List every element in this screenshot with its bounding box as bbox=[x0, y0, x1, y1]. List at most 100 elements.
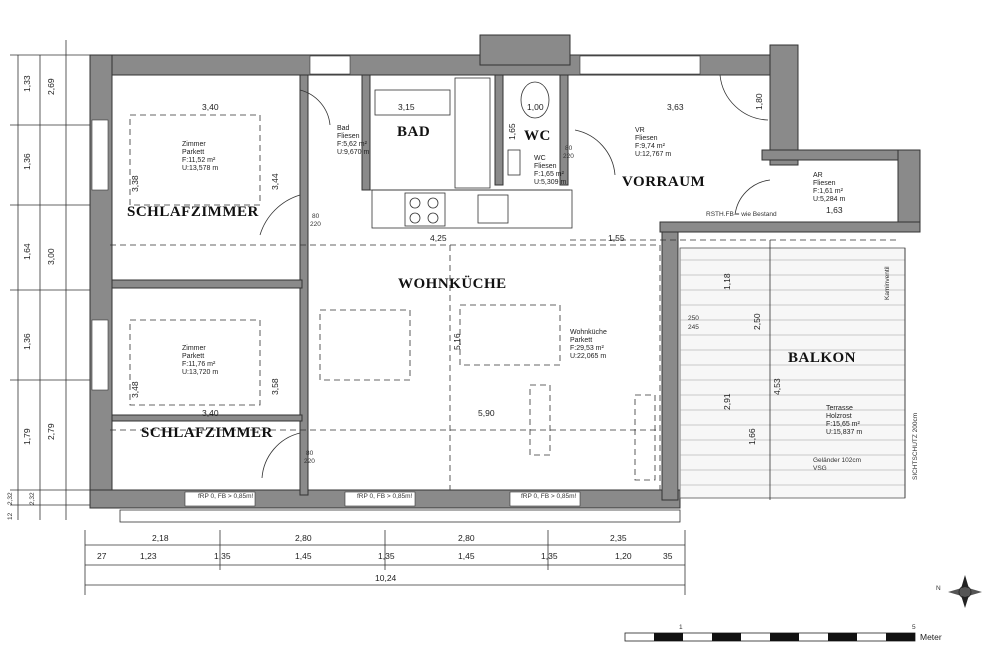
dim-left-7: 2,79 bbox=[46, 423, 56, 440]
north-arrow-icon bbox=[948, 575, 982, 608]
dim-left-3: 1,36 bbox=[22, 153, 32, 170]
svg-text:Fliesen: Fliesen bbox=[337, 133, 360, 140]
dim-bottom-r2-4: 1,45 bbox=[295, 551, 312, 561]
svg-text:Parkett: Parkett bbox=[182, 149, 204, 156]
dim-bottom-r2-8: 1,20 bbox=[615, 551, 632, 561]
room-details-zimmer2: Zimmer Parkett F:11,76 m² U:13,720 m bbox=[182, 345, 218, 376]
dim-vr-height: 1,80 bbox=[754, 93, 764, 110]
dim-left-2: 2,69 bbox=[46, 78, 56, 95]
dim-245: 245 bbox=[688, 324, 699, 331]
room-label-vorraum: VORRAUM bbox=[622, 174, 705, 190]
scale-label-5: 5 bbox=[912, 624, 916, 631]
dim-wk-width1: 4,25 bbox=[430, 233, 447, 243]
svg-text:F:9,74 m²: F:9,74 m² bbox=[635, 143, 666, 150]
dim-left-6: 1,36 bbox=[22, 333, 32, 350]
dim-door-220-a: 220 bbox=[310, 221, 321, 228]
dim-bottom-r2-1: 27 bbox=[97, 551, 107, 561]
svg-text:Parkett: Parkett bbox=[182, 353, 204, 360]
dim-bottom-r2-6: 1,45 bbox=[458, 551, 475, 561]
dim-left-8: 1,79 bbox=[22, 428, 32, 445]
scale-bar bbox=[624, 632, 916, 642]
dim-bottom-r2-5: 1,35 bbox=[378, 551, 395, 561]
svg-text:Zimmer: Zimmer bbox=[182, 141, 206, 148]
svg-text:Holzrost: Holzrost bbox=[826, 413, 852, 420]
svg-text:Zimmer: Zimmer bbox=[182, 345, 206, 352]
dim-250: 250 bbox=[688, 315, 699, 322]
svg-text:AR: AR bbox=[813, 172, 823, 179]
bottom-band bbox=[91, 55, 701, 523]
svg-text:U:13,578 m: U:13,578 m bbox=[182, 165, 218, 172]
room-label-wohnkueche: WOHNKÜCHE bbox=[398, 275, 507, 292]
svg-text:Fliesen: Fliesen bbox=[534, 163, 557, 170]
room-details-terrasse: Terrasse Holzrost F:15,65 m² U:15,837 m bbox=[826, 405, 862, 436]
dim-balkon-h4: 2,91 bbox=[722, 393, 732, 410]
dim-z1-height: 3,44 bbox=[270, 173, 280, 190]
svg-text:F:1,61 m²: F:1,61 m² bbox=[813, 188, 844, 195]
scale-unit: Meter bbox=[920, 632, 942, 642]
dim-wc-165: 1,65 bbox=[507, 123, 517, 140]
dim-door-80-a: 80 bbox=[312, 213, 320, 220]
dim-bottom-r2-2: 1,23 bbox=[140, 551, 157, 561]
door-swings bbox=[259, 74, 771, 479]
dim-balkon-h3: 1,18 bbox=[722, 273, 732, 290]
north-label: N bbox=[936, 585, 941, 592]
bottom-dimension-chains bbox=[84, 530, 686, 595]
svg-text:U:15,837 m: U:15,837 m bbox=[826, 429, 862, 436]
svg-text:F:29,53 m²: F:29,53 m² bbox=[570, 345, 605, 352]
room-label-bad: BAD bbox=[397, 124, 430, 140]
balcony bbox=[679, 240, 906, 500]
dim-bad-width: 3,15 bbox=[398, 102, 415, 112]
room-details-wc: WC Fliesen F:1,65 m² U:5,309 m bbox=[534, 155, 566, 186]
annotation-rsth: RSTH.FB = wie Bestand bbox=[706, 211, 777, 218]
svg-text:F:1,65 m²: F:1,65 m² bbox=[534, 171, 565, 178]
dim-bottom-3: 2,80 bbox=[458, 533, 475, 543]
room-label-balkon: BALKON bbox=[788, 350, 856, 366]
svg-text:F:15,65 m²: F:15,65 m² bbox=[826, 421, 861, 428]
annotation-sichtschutz: SICHTSCHUTZ 200cm bbox=[912, 413, 919, 480]
dim-wk-height: 5,16 bbox=[452, 333, 462, 350]
dim-bottom-r2-9: 35 bbox=[663, 551, 673, 561]
dim-bottom-total: 10,24 bbox=[375, 573, 397, 583]
room-details-ar: AR Fliesen F:1,61 m² U:5,284 m bbox=[813, 172, 845, 203]
svg-text:VR: VR bbox=[635, 127, 645, 134]
dim-bottom-r2-3: 1,35 bbox=[214, 551, 231, 561]
dim-wk-width2: 1,55 bbox=[608, 233, 625, 243]
room-details-zimmer1: Zimmer Parkett F:11,52 m² U:13,578 m bbox=[182, 141, 218, 172]
svg-text:Fliesen: Fliesen bbox=[813, 180, 836, 187]
dim-balkon-h1: 2,50 bbox=[752, 313, 762, 330]
svg-text:U:9,670 m: U:9,670 m bbox=[337, 149, 369, 156]
svg-text:Bad: Bad bbox=[337, 125, 350, 132]
dim-z2-width: 3,40 bbox=[202, 408, 219, 418]
dim-bottom-4: 2,35 bbox=[610, 533, 627, 543]
dim-door-80-c: 80 bbox=[565, 145, 573, 152]
svg-text:Parkett: Parkett bbox=[570, 337, 592, 344]
svg-text:Fliesen: Fliesen bbox=[635, 135, 658, 142]
dim-bottom-1: 2,18 bbox=[152, 533, 169, 543]
svg-text:Wohnküche: Wohnküche bbox=[570, 329, 607, 336]
dim-z1-width: 3,40 bbox=[202, 102, 219, 112]
dim-vr-width: 3,63 bbox=[667, 102, 684, 112]
dim-door-220-c: 220 bbox=[563, 153, 574, 160]
dim-bottom-r2-7: 1,35 bbox=[541, 551, 558, 561]
dim-z2-height2: 3,48 bbox=[130, 381, 140, 398]
dim-left-9: 2,32 bbox=[7, 492, 14, 505]
dim-left-5: 1,64 bbox=[22, 243, 32, 260]
svg-text:F:5,62 m²: F:5,62 m² bbox=[337, 141, 368, 148]
annotation-gelaender: Geländer 102cm bbox=[813, 457, 861, 464]
dim-left-4: 3,00 bbox=[46, 248, 56, 265]
dim-left-10: 2,32 bbox=[29, 492, 36, 505]
room-label-wc: WC bbox=[524, 128, 551, 144]
dim-z1-height2: 3,38 bbox=[130, 175, 140, 192]
svg-text:U:12,767 m: U:12,767 m bbox=[635, 151, 671, 158]
interior-lines bbox=[110, 77, 900, 490]
dim-balkon-h5: 1,66 bbox=[747, 428, 757, 445]
annotation-fenster-1: fRP 0, FB > 0,85m! bbox=[198, 493, 254, 500]
scale-label-1: 1 bbox=[679, 624, 683, 631]
svg-text:U:22,065 m: U:22,065 m bbox=[570, 353, 606, 360]
svg-text:F:11,76 m²: F:11,76 m² bbox=[182, 361, 216, 368]
dim-left-1: 1,33 bbox=[22, 75, 32, 92]
left-dimension-chain: 1,33 2,69 1,36 3,00 1,64 1,36 2,79 1,79 … bbox=[7, 40, 110, 520]
room-details-bad: Bad Fliesen F:5,62 m² U:9,670 m bbox=[337, 125, 369, 156]
dim-door-220-b: 220 bbox=[304, 458, 315, 465]
